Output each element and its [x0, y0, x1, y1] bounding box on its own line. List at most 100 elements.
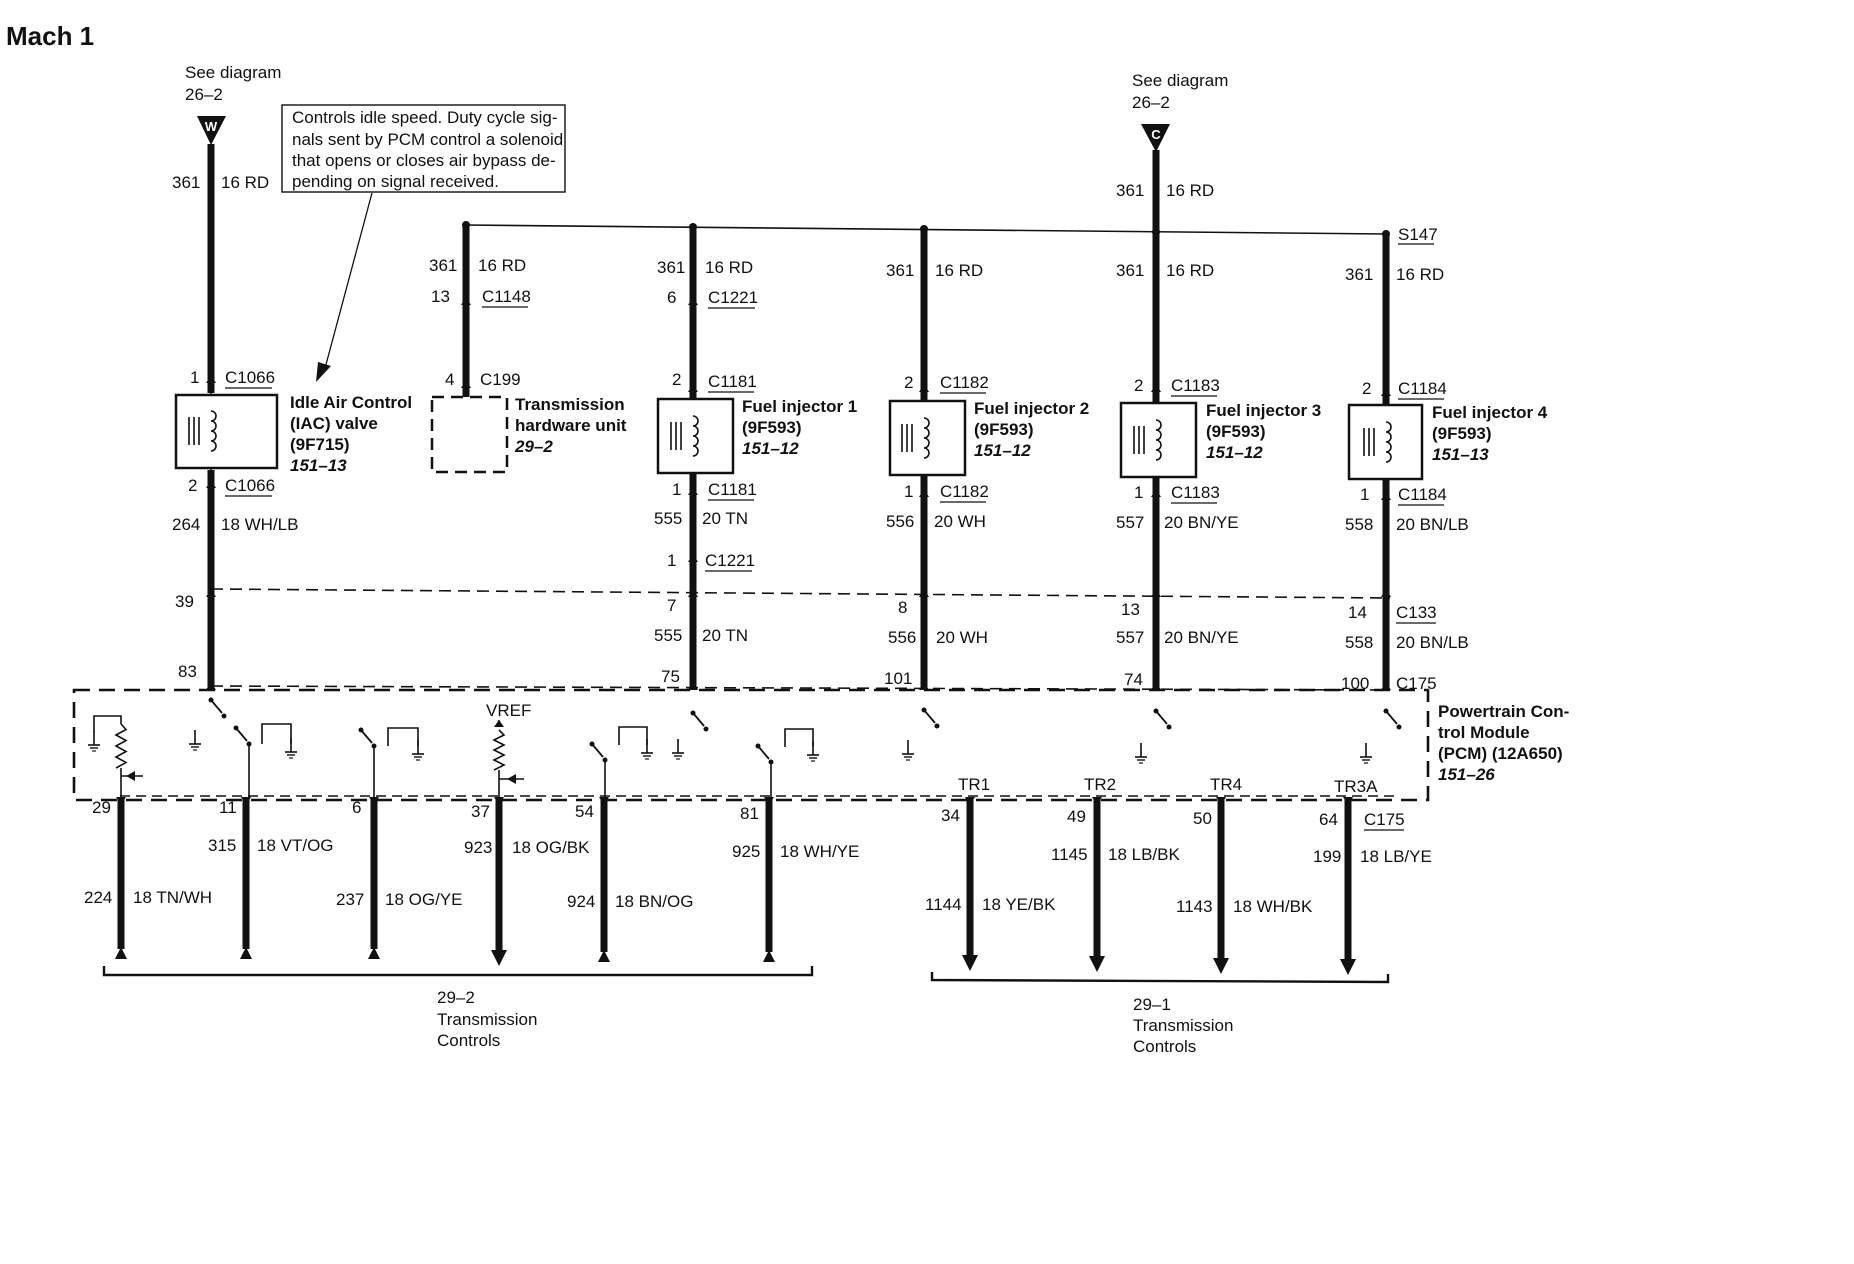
connector-pin-icon	[688, 682, 698, 690]
output-wires	[115, 797, 1356, 975]
connector-pin-icon	[1381, 388, 1391, 396]
connector-pin-icon	[919, 384, 929, 392]
ground-icon	[88, 731, 100, 752]
pcm-name-3: (PCM) (12A650)	[1438, 744, 1563, 763]
reference-left-line2: 26–2	[185, 85, 223, 104]
c1148-pin: 13	[431, 287, 450, 306]
inj2-name: Fuel injector 2	[974, 399, 1089, 418]
note-line-1: Controls idle speed. Duty cycle sig-	[292, 108, 558, 127]
inj4-name: Fuel injector 4	[1432, 403, 1548, 422]
c133-pin-inj2: 8	[898, 598, 907, 617]
out-3-circuit: 923	[464, 838, 492, 857]
pcm-internal-switches	[88, 697, 1402, 797]
output-wire-3	[491, 797, 507, 966]
switch-icon	[233, 725, 252, 747]
inj4-top-circuit: 361	[1345, 265, 1373, 284]
tr4-label: TR4	[1210, 775, 1242, 794]
out-6-gauge: 18 YE/BK	[982, 895, 1056, 914]
inj4-bot-gauge: 20 BN/LB	[1396, 515, 1469, 534]
out-5-pin: 81	[740, 804, 759, 823]
output-wire-6	[962, 797, 978, 971]
reference-left-letter: W	[205, 119, 218, 134]
out-3-gauge: 18 OG/BK	[512, 838, 590, 857]
c1221-bot-pin: 1	[667, 551, 676, 570]
connector-pin-icon	[919, 589, 929, 597]
ground-icon	[1135, 743, 1147, 764]
inj1-part: (9F593)	[742, 418, 802, 437]
reference-c-icon	[1141, 124, 1170, 152]
c175-bottom-name: C175	[1364, 810, 1405, 829]
note-line-3: that opens or closes air bypass de-	[292, 151, 556, 170]
injector-4-body	[1347, 403, 1424, 481]
c1221-top-name: C1221	[708, 288, 758, 307]
solenoid-coil-icon	[1133, 419, 1162, 461]
out-1-gauge: 18 VT/OG	[257, 836, 334, 855]
reference-left-line1: See diagram	[185, 63, 281, 82]
relay-bracket-icon	[618, 726, 648, 745]
inj4-ref: 151–13	[1432, 445, 1489, 464]
c175-pin-iac: 83	[178, 662, 197, 681]
relay-bracket-icon	[784, 728, 814, 747]
pcm-name-1: Powertrain Con-	[1438, 702, 1569, 721]
output-wire-1	[240, 797, 252, 959]
inj3-bot-gauge: 20 BN/YE	[1164, 513, 1239, 532]
inj3-low-circuit: 557	[1116, 628, 1144, 647]
reference-w-icon	[197, 116, 226, 145]
resistor-icon	[492, 729, 506, 771]
relay-bracket-icon	[261, 723, 292, 744]
c133-pin-inj4: 14	[1348, 603, 1367, 622]
out-0-pin: 29	[92, 798, 111, 817]
trans-hw-body	[430, 395, 509, 474]
c175-pin-inj3: 74	[1124, 670, 1143, 689]
out-6-circuit: 1144	[925, 895, 962, 914]
c1066-top-pin: 1	[190, 368, 199, 387]
iac-valve-body	[174, 393, 279, 470]
note-arrow-icon	[316, 362, 331, 382]
c199-name: C199	[480, 370, 521, 389]
c1066-bot-pin: 2	[188, 476, 197, 495]
connector-pin-icon	[688, 297, 698, 305]
ground-icon	[807, 741, 819, 762]
output-wire-4	[598, 797, 610, 962]
inj2-bot-circuit: 556	[886, 512, 914, 531]
resistor-icon	[114, 723, 128, 769]
connector-pin-icon	[1151, 384, 1161, 392]
connector-pin-icon	[688, 554, 698, 562]
group-right-bracket: 29–1 Transmission Controls	[930, 972, 1390, 1056]
tr2-label: TR2	[1084, 775, 1116, 794]
group-left-line2: Transmission	[437, 1010, 537, 1029]
c133-pin-inj3: 13	[1121, 600, 1140, 619]
c1182-top-name: C1182	[940, 373, 989, 392]
out-4-gauge: 18 BN/OG	[615, 892, 693, 911]
out-4-pin: 54	[575, 802, 594, 821]
ground-icon	[1360, 743, 1372, 764]
group-left-bracket: 29–2 Transmission Controls	[102, 966, 814, 1050]
out-8-pin: 50	[1193, 809, 1212, 828]
connector-pin-icon	[688, 384, 698, 392]
note-line-2: nals sent by PCM control a solenoid	[292, 130, 563, 149]
connector-pin-icon	[1151, 682, 1161, 690]
out-9-pin: 64	[1319, 810, 1338, 829]
c1148-name: C1148	[482, 287, 531, 306]
c133-pin-iac: 39	[175, 592, 194, 611]
terminal-icon	[240, 947, 252, 959]
reference-right-line2: 26–2	[1132, 93, 1170, 112]
pcm-ref: 151–26	[1438, 765, 1495, 784]
terminal-icon	[598, 950, 610, 962]
c199-pin: 4	[445, 370, 454, 389]
switch-icon	[921, 707, 940, 729]
trans-hw-name-2: hardware unit	[515, 416, 627, 435]
inj1-low-gauge: 20 TN	[702, 626, 748, 645]
c175-pin-inj1: 75	[661, 667, 680, 686]
pcm-name-2: trol Module	[1438, 723, 1530, 742]
iac-bottom-circuit: 264	[172, 515, 200, 534]
out-4-circuit: 924	[567, 892, 595, 911]
out-1-pin: 11	[219, 798, 237, 817]
connector-pin-icon	[206, 375, 216, 383]
reference-right-letter: C	[1151, 127, 1161, 142]
c1181-top-pin: 2	[672, 370, 681, 389]
out-3-pin: 37	[471, 802, 490, 821]
connector-pin-icon	[1381, 682, 1391, 690]
inj3-bot-circuit: 557	[1116, 513, 1144, 532]
relay-bracket-icon	[387, 727, 419, 746]
